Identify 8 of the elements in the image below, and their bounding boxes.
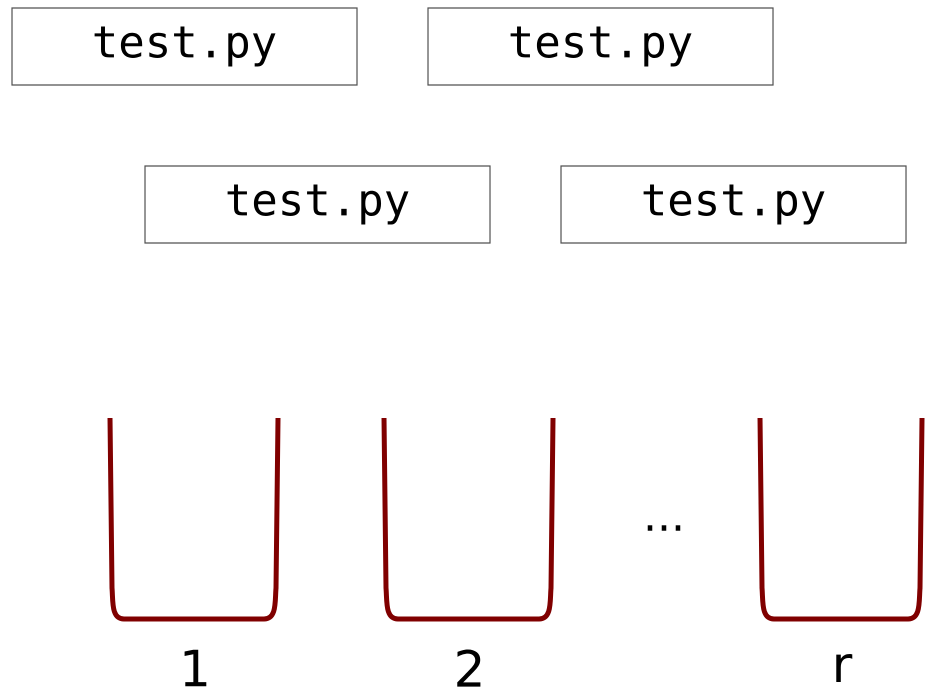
- file-box: test.py: [560, 165, 907, 244]
- bucket-label: r: [836, 654, 852, 682]
- ellipsis: ...: [648, 525, 680, 531]
- file-box: test.py: [144, 165, 491, 244]
- bucket-label: 2: [457, 649, 480, 687]
- file-box: test.py: [427, 7, 774, 86]
- file-box: test.py: [11, 7, 358, 86]
- bucket-label: 1: [184, 650, 206, 686]
